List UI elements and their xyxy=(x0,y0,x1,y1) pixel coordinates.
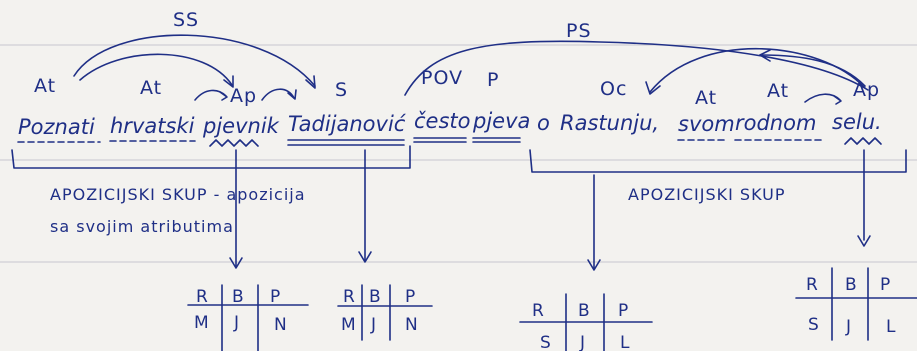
arrowhead xyxy=(857,235,871,247)
word: Tadijanović xyxy=(288,112,407,136)
tag: At xyxy=(767,80,789,102)
table-header: R xyxy=(806,275,818,295)
arc-at-ap xyxy=(79,53,233,86)
underlines xyxy=(17,137,882,147)
table-cell: N xyxy=(274,315,287,335)
rbp-table-1: R B P M J N xyxy=(187,284,309,351)
word: o xyxy=(537,111,550,135)
arc-small xyxy=(804,93,841,103)
sentence: Poznati hrvatski pjevnik Tadijanović čes… xyxy=(18,109,882,139)
note-left-line2: sa svojim atributima xyxy=(50,217,234,236)
table-cell: N xyxy=(405,315,418,335)
arrowhead xyxy=(759,49,771,62)
word: rodnom xyxy=(735,111,816,135)
brackets xyxy=(11,145,907,173)
table-cell: J xyxy=(579,333,585,351)
arrowhead xyxy=(229,257,243,269)
word: Poznati xyxy=(18,115,95,139)
table-cell: M xyxy=(341,315,356,335)
arrowhead xyxy=(833,95,842,105)
table-header: B xyxy=(232,287,244,307)
table-header: B xyxy=(845,275,857,295)
rbp-table-2: R B P M J N xyxy=(337,284,433,341)
right-bracket xyxy=(529,149,907,173)
connectors xyxy=(229,149,871,271)
word: pjevnik xyxy=(202,114,280,138)
arc-label-ss: SS xyxy=(173,9,199,31)
note-right: APOZICIJSKI SKUP xyxy=(628,185,786,204)
arrowhead xyxy=(287,89,297,100)
table-cell: J xyxy=(370,315,376,335)
word: svom xyxy=(678,112,735,136)
arrowhead xyxy=(223,75,234,88)
underline-zigzag xyxy=(209,139,259,147)
table-header: P xyxy=(405,287,415,307)
table-header: R xyxy=(532,301,544,321)
left-bracket xyxy=(11,145,411,169)
arrowhead xyxy=(645,81,661,95)
table-header: P xyxy=(270,287,280,307)
rbp-table-3: R B P S J L xyxy=(519,293,653,351)
paper-lines xyxy=(0,44,917,263)
tag: At xyxy=(695,87,717,109)
table-cell: L xyxy=(620,333,630,351)
table-cell: M xyxy=(194,313,209,333)
word: selu. xyxy=(832,110,882,134)
word: hrvatski xyxy=(110,114,195,138)
tag: POV xyxy=(421,67,463,89)
tag: Oc xyxy=(600,78,627,100)
arc-upper xyxy=(759,54,866,87)
word: često xyxy=(414,109,471,133)
note-left-line1: APOZICIJSKI SKUP - apozicija xyxy=(50,185,306,204)
table-cell: S xyxy=(808,315,819,335)
tag: Ap xyxy=(230,85,257,107)
arc-small xyxy=(261,88,295,101)
word: pjeva xyxy=(472,109,530,133)
arc-ps xyxy=(404,40,869,96)
arrowhead xyxy=(358,251,372,263)
arc-label-ps: PS xyxy=(566,20,592,42)
tag: At xyxy=(140,77,162,99)
table-cell: J xyxy=(233,313,239,333)
tag: P xyxy=(487,69,499,91)
rbp-table-4: R B P S J L xyxy=(795,267,917,341)
tag: At xyxy=(34,75,56,97)
table-cell: J xyxy=(845,317,851,337)
arrowhead xyxy=(305,75,316,89)
arrowhead xyxy=(587,259,601,271)
arc-small xyxy=(194,89,227,101)
tag: S xyxy=(335,79,348,101)
table-header: B xyxy=(369,287,381,307)
dependency-arcs xyxy=(73,34,869,105)
table-cell: S xyxy=(540,333,551,351)
word-tags: At At Ap S POV P Oc At At Ap xyxy=(34,67,880,109)
arc-ap-oc xyxy=(649,47,866,93)
arrowhead xyxy=(219,91,228,101)
table-header: P xyxy=(880,275,890,295)
table-cell: L xyxy=(886,317,896,337)
table-header: R xyxy=(196,287,208,307)
underline-zigzag xyxy=(844,137,882,145)
word: Rastunju, xyxy=(560,111,659,135)
table-header: B xyxy=(578,301,590,321)
table-header: P xyxy=(618,301,628,321)
table-header: R xyxy=(343,287,355,307)
arc-ss xyxy=(73,34,316,87)
tag: Ap xyxy=(853,79,880,101)
